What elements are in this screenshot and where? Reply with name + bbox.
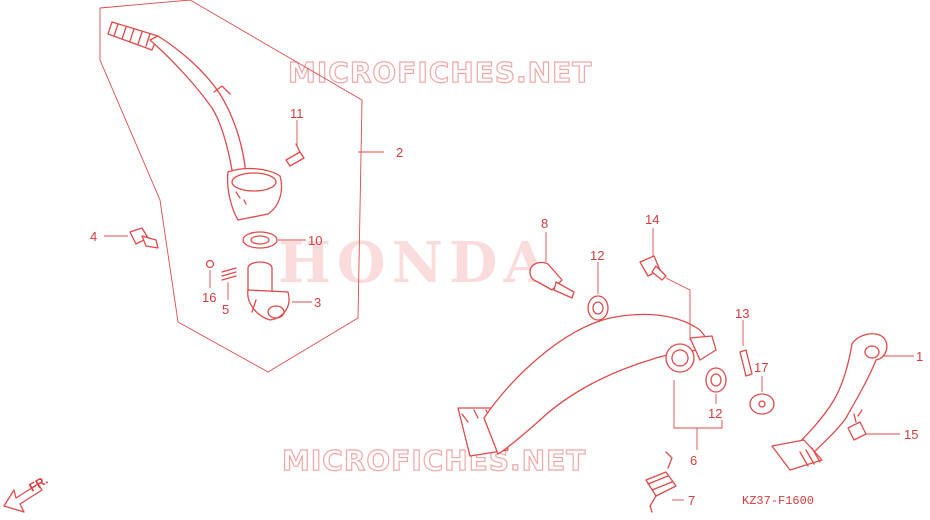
- cotter-pin-part-13: [739, 349, 753, 377]
- kick-spindle-part-3: [247, 261, 290, 321]
- callout-12-upper: 12: [590, 248, 604, 263]
- callout-5: 5: [222, 302, 229, 317]
- callout-3: 3: [314, 295, 321, 310]
- bolt-part-14: [639, 255, 667, 281]
- bolt-part-15: [847, 409, 867, 441]
- pivot-bolt-part-8: [529, 261, 575, 299]
- callout-11: 11: [290, 106, 304, 121]
- callout-7: 7: [688, 493, 695, 508]
- callout-16: 16: [202, 290, 216, 305]
- callout-4: 4: [90, 229, 97, 244]
- gearshift-pedal-part-1: [771, 333, 888, 471]
- callout-8: 8: [541, 216, 548, 231]
- return-spring-part-7: [645, 451, 677, 513]
- watermark-center: HONDA: [278, 230, 553, 296]
- callout-10: 10: [308, 233, 322, 248]
- leader-6-bracket: [673, 380, 723, 429]
- spring-part-5: [221, 267, 237, 281]
- bolt-part-4: [129, 227, 159, 249]
- callout-17: 17: [754, 360, 768, 375]
- brake-pedal-part-6: [457, 313, 717, 457]
- diagram-code: KZ37-F1600: [742, 494, 814, 508]
- callout-13: 13: [735, 306, 749, 321]
- kick-arm-part: [107, 21, 283, 221]
- front-direction-icon: [3, 483, 43, 513]
- ball-part-16: [205, 259, 215, 269]
- washer-part-17: [749, 393, 775, 415]
- callout-15: 15: [904, 427, 918, 442]
- callout-1: 1: [916, 349, 923, 364]
- seal-part-12-lower: [705, 367, 727, 393]
- seal-part-12-upper: [587, 295, 609, 321]
- callout-6: 6: [690, 453, 697, 468]
- callout-12-lower: 12: [708, 406, 722, 421]
- washer-part-10: [242, 231, 278, 249]
- watermark-top: MICROFICHES.NET: [288, 56, 592, 89]
- bolt-part-11: [285, 143, 305, 167]
- callout-14: 14: [645, 212, 659, 227]
- watermark-bottom: MICROFICHES.NET: [282, 444, 586, 477]
- kickstarter-assembly-outline: [99, 0, 363, 373]
- callout-2: 2: [396, 145, 403, 160]
- leader-14-to-pedal: [665, 277, 691, 340]
